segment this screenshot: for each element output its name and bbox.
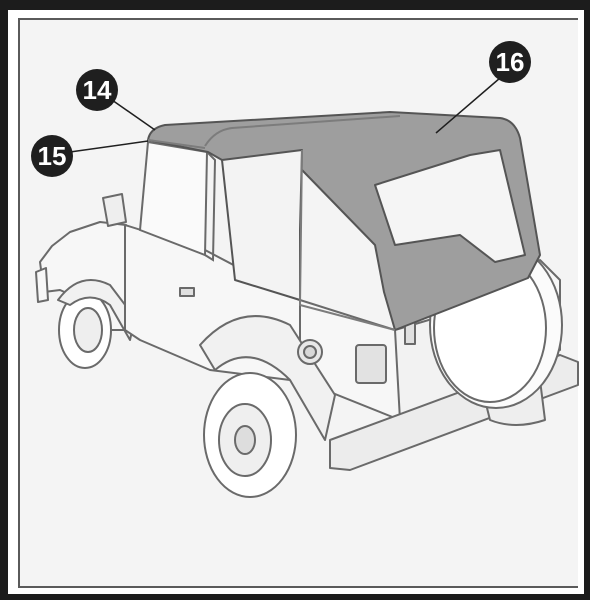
leader-lines xyxy=(69,77,501,153)
leader-line-15 xyxy=(69,140,149,153)
soft-top xyxy=(147,111,541,331)
callout-16-label: 16 xyxy=(496,47,525,77)
callout-15-label: 15 xyxy=(38,141,67,171)
callout-14-label: 14 xyxy=(83,75,112,105)
callout-16: 16 xyxy=(489,41,531,83)
callout-14-badge xyxy=(76,69,118,111)
leader-line-14 xyxy=(111,99,156,131)
callout-15: 15 xyxy=(31,135,73,177)
callout-16-badge xyxy=(489,41,531,83)
callout-15-badge xyxy=(31,135,73,177)
leader-line-16 xyxy=(435,77,501,134)
callout-14: 14 xyxy=(76,69,118,111)
